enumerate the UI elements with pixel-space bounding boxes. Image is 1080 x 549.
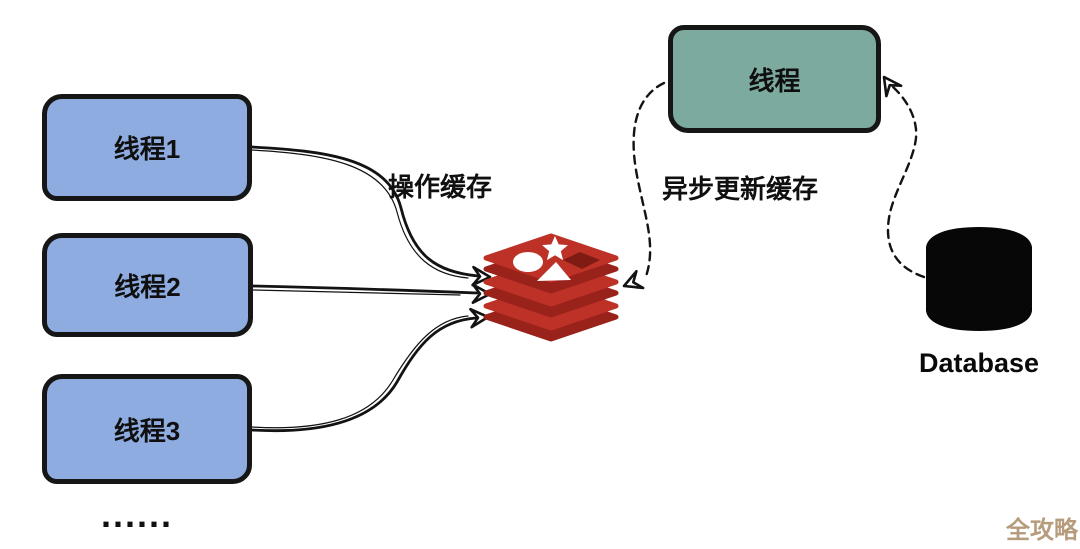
redis-triangle-shape	[537, 262, 571, 281]
arrow-thread1-to-redis	[250, 145, 480, 279]
database-label: Database	[918, 348, 1040, 378]
thread-box-2: 线程2	[42, 233, 253, 337]
redis-circle-shape	[513, 252, 543, 272]
redis-star-shape	[542, 236, 568, 261]
dashed-arrow-database-to-asyncthread	[886, 84, 926, 279]
more-threads-ellipsis: ......	[101, 494, 174, 535]
arrowhead-icon	[882, 75, 903, 98]
thread-box-3-label: 线程3	[113, 415, 181, 446]
operate-cache-edge-label: 操作缓存	[388, 172, 493, 202]
database-cylinder-icon	[926, 227, 1032, 331]
async-thread-box: 线程	[668, 25, 881, 133]
arrowhead-icon	[471, 283, 492, 305]
thread-box-3: 线程3	[42, 374, 252, 484]
arrow-thread3-to-redis	[250, 315, 478, 433]
thread-box-1-label: 线程1	[113, 134, 181, 164]
arrow-thread2-to-redis	[251, 284, 479, 296]
thread-box-2-label: 线程2	[114, 271, 181, 302]
arrowhead-icon	[469, 307, 490, 329]
arrowheads	[469, 75, 903, 329]
dashed-arrow-asyncthread-to-redis	[632, 81, 666, 281]
arrowhead-icon	[622, 269, 645, 290]
redis-hole-shape	[563, 252, 600, 269]
async-update-edge-label: 异步更新缓存	[662, 174, 819, 204]
async-thread-box-label: 线程	[748, 65, 801, 96]
thread-box-1: 线程1	[42, 94, 252, 201]
redis-stack-icon	[483, 233, 619, 342]
watermark-text: 全攻略	[1006, 517, 1078, 544]
